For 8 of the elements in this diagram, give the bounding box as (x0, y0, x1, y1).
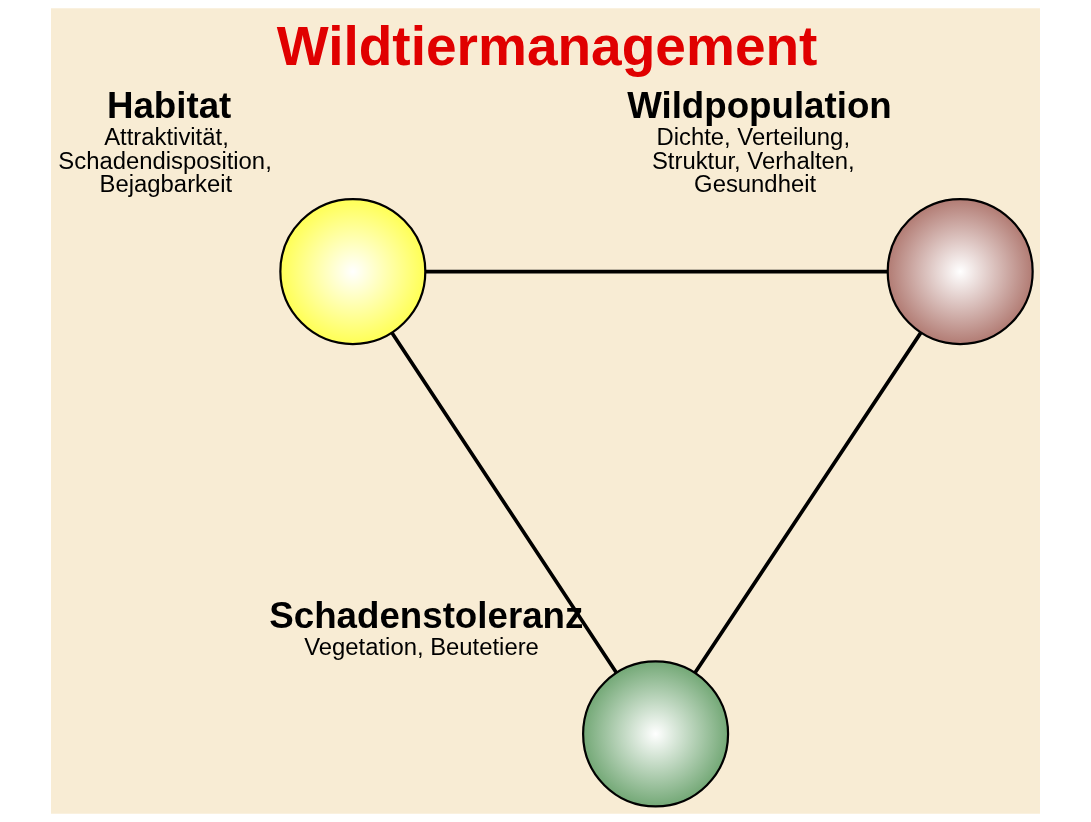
connector (425, 269, 888, 274)
node-circle (279, 197, 427, 346)
connector (390, 331, 618, 674)
connector (693, 331, 923, 674)
node-circle (886, 197, 1034, 346)
node-label: Wildpopulation (627, 85, 892, 127)
diagram-title: Wildtiermanagement (276, 15, 818, 78)
node-circle (582, 660, 730, 808)
